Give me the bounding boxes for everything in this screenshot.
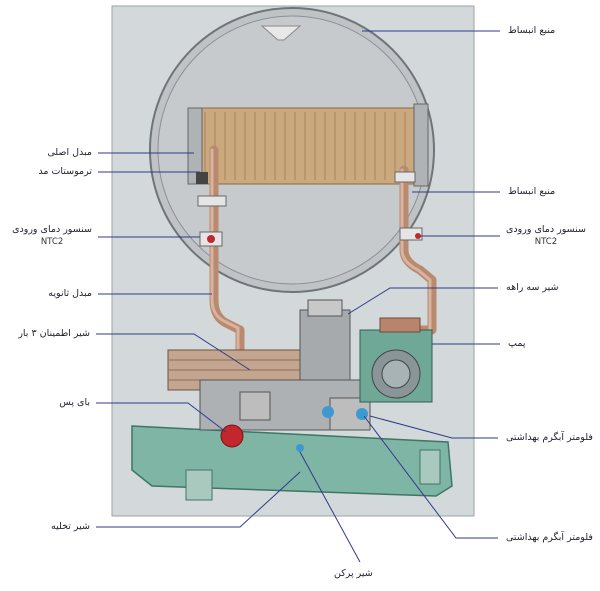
label-expansion-tank-right: منبع انبساط [508, 186, 556, 197]
label-inlet-sensor-right: سنسور دمای ورودی NTC2 [506, 224, 586, 248]
hydraulic-group [199, 299, 371, 452]
label-three-way-valve: شیر سه راهه [506, 282, 559, 293]
relief-valve-shape [220, 424, 244, 448]
label-main-exchanger: مبدل اصلی [47, 147, 92, 158]
label-fill-valve: شیر پرکن [334, 568, 373, 579]
label-flowmeter-1: فلومتر آبگرم بهداشتی [506, 432, 593, 443]
label-inlet-sensor-left: سنسور دمای ورودی NTC2 [12, 224, 92, 248]
label-secondary-exchanger: مبدل ثانویه [48, 288, 92, 299]
label-expansion-tank-top: منبع انبساط [508, 25, 556, 36]
label-safety-valve: شیر اطمینان ۳ بار [18, 328, 90, 339]
main-exchanger-shape [187, 103, 429, 187]
pump-shape [359, 317, 433, 403]
label-inlet-sensor-left-text: سنسور دمای ورودی [12, 224, 92, 235]
label-inlet-sensor-left-code: NTC2 [40, 237, 64, 247]
label-inlet-sensor-right-text: سنسور دمای ورودی [506, 224, 586, 235]
label-drain-valve: شیر تخلیه [51, 521, 90, 532]
label-flowmeter-2: فلومتر آبگرم بهداشتی [506, 532, 593, 543]
label-pump: پمپ [508, 338, 526, 349]
label-inlet-sensor-right-code: NTC2 [534, 237, 558, 247]
label-thermostat: ترموستات مد [38, 166, 92, 177]
leader-lines [96, 30, 500, 563]
label-bypass: بای پس [59, 397, 90, 408]
